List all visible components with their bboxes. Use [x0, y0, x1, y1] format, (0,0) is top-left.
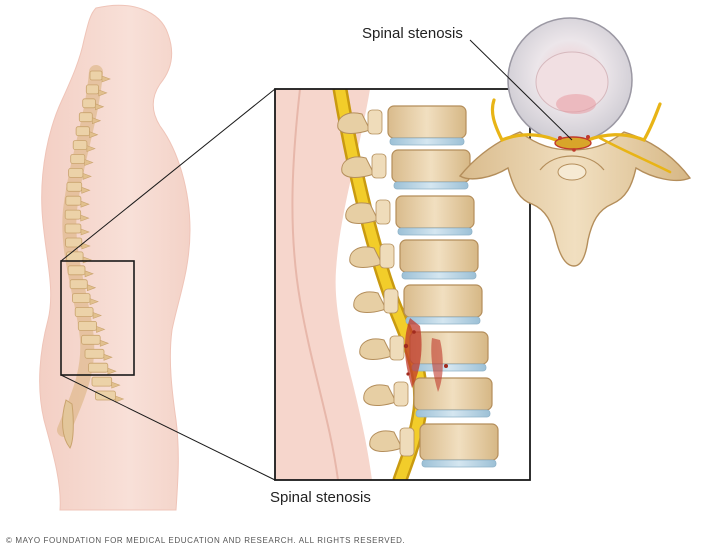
torso-vertebra — [68, 167, 84, 178]
inset-spinous-process — [359, 338, 393, 360]
zoom-connector-top — [60, 88, 276, 262]
torso-vertebra-process — [80, 228, 90, 236]
spine-vertebrae — [64, 70, 125, 403]
spine-column — [57, 65, 103, 437]
inset-disc — [389, 137, 465, 146]
torso-vertebra-process — [82, 172, 92, 180]
torso-figure — [39, 4, 191, 511]
torso-vertebra-process — [103, 353, 113, 361]
torso-vertebra — [72, 140, 88, 151]
torso-vertebra-process — [96, 325, 106, 333]
torso-vertebra — [72, 293, 91, 304]
nerve-root-right — [586, 102, 662, 143]
inset-vertebra-body — [391, 149, 471, 183]
torso-vertebra — [64, 209, 82, 220]
torso-vertebra — [95, 390, 116, 401]
spinal-stenosis-label-bottom: Spinal stenosis — [270, 489, 371, 506]
top-label-pointer — [469, 39, 573, 141]
spinal-stenosis-label-top: Spinal stenosis — [362, 25, 463, 42]
inset-spinous-process — [349, 246, 383, 268]
torso-vertebra-process — [99, 339, 110, 347]
inset-facet — [367, 109, 383, 135]
stenosis-inflammation — [403, 318, 448, 392]
inset-spinous-process — [363, 384, 397, 406]
inset-disc — [405, 316, 481, 325]
inset-facet — [375, 199, 391, 225]
torso-vertebra-process — [89, 131, 99, 139]
inset-vertebra-body — [419, 423, 499, 461]
inset-vertebra-body — [399, 239, 479, 273]
torso-vertebra — [89, 70, 103, 81]
inset-vertebra-body — [403, 284, 483, 318]
torso-vertebra-process — [111, 381, 121, 389]
torso-vertebra-process — [92, 117, 102, 125]
torso-vertebra-process — [86, 145, 96, 153]
inset-vertebra-body — [395, 195, 475, 229]
torso-vertebra-process — [98, 89, 108, 97]
nerve-root-left — [490, 98, 558, 143]
vertebral-arch — [458, 131, 692, 267]
inset-facet — [383, 288, 399, 314]
inset-facet — [379, 243, 395, 269]
inset-facet — [399, 427, 415, 457]
torso-vertebra-process — [84, 159, 94, 166]
torso-vertebra-process — [87, 284, 97, 292]
inset-disc — [415, 409, 491, 418]
torso-vertebra — [84, 348, 105, 359]
vertebra-cross-section — [458, 17, 692, 267]
torso-vertebra — [77, 320, 98, 331]
torso-vertebra-process — [81, 242, 91, 250]
inset-spinous-process — [369, 430, 403, 452]
inset-vertebra-body — [387, 105, 467, 139]
tailbone — [62, 399, 74, 449]
torso-vertebra — [65, 195, 82, 206]
inset-facet — [393, 381, 409, 407]
inset-disc — [393, 181, 469, 190]
inset-disc — [411, 363, 487, 372]
torso-vertebra — [70, 154, 86, 164]
torso-vertebra — [75, 126, 90, 137]
torso-vertebra — [67, 265, 86, 276]
inset-vertebrae — [337, 105, 499, 468]
inset-spinous-process — [341, 156, 375, 178]
tissue-band — [275, 89, 372, 480]
torso-vertebra — [85, 84, 100, 95]
torso-vertebra — [81, 334, 101, 345]
inset-vertebra-body — [409, 331, 489, 365]
torso-vertebra-process — [84, 270, 94, 278]
copyright-notice: © MAYO FOUNDATION FOR MEDICAL EDUCATION … — [6, 536, 406, 545]
inset-spinous-process — [345, 202, 379, 224]
inset-vertebra-body — [413, 377, 493, 411]
zoom-region-box — [60, 260, 135, 376]
torso-vertebra — [82, 98, 96, 109]
torso-vertebra — [78, 112, 93, 123]
torso-vertebra-process — [115, 395, 125, 403]
torso-vertebra-process — [80, 200, 90, 208]
torso-vertebra-process — [92, 312, 102, 319]
torso-vertebra-process — [107, 367, 117, 375]
torso-vertebra — [64, 223, 82, 234]
torso-vertebra-process — [89, 298, 99, 306]
torso-vertebra — [88, 362, 109, 373]
inset-disc — [421, 459, 497, 468]
torso-vertebra — [66, 181, 83, 192]
torso-vertebra-process — [101, 75, 111, 83]
inset-facet — [371, 153, 387, 179]
torso-vertebra-process — [81, 186, 91, 194]
torso-vertebra-process — [80, 214, 90, 222]
torso-vertebra — [65, 237, 83, 248]
torso-vertebra — [66, 251, 84, 262]
zoom-connector-bottom — [60, 374, 276, 481]
inset-spinous-process — [353, 291, 387, 313]
torso-vertebra-process — [95, 103, 105, 111]
inset-facet — [389, 335, 405, 361]
inset-disc — [397, 227, 473, 236]
inset-spinous-process — [337, 112, 371, 134]
inset-disc — [401, 271, 477, 280]
torso-vertebra — [69, 279, 88, 290]
torso-vertebra — [91, 376, 113, 387]
torso-vertebra — [74, 307, 94, 317]
